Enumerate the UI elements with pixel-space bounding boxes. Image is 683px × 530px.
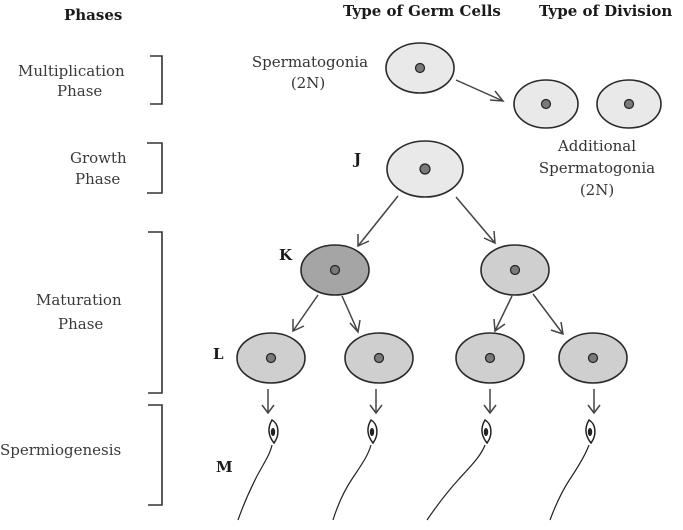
stage-letter-j: J: [352, 150, 361, 168]
arrow-k-to-l-3: [493, 295, 513, 333]
arrow-j-to-k-left: [357, 195, 399, 248]
stage-letter-k: K: [279, 246, 293, 264]
arrow-l-to-m-1: [261, 389, 275, 415]
arrow-l-to-m-2: [369, 389, 383, 415]
label-spermatogonia-ploidy: (2N): [291, 74, 325, 92]
label-additional-spermatogonia: Spermatogonia: [539, 159, 655, 177]
phase-growth-line2: Phase: [75, 170, 120, 188]
stage-letter-m: M: [216, 458, 233, 476]
bracket-growth: [147, 142, 163, 194]
header-phases: Phases: [64, 6, 122, 24]
sperm-1: [237, 418, 279, 521]
cell-l-2: [344, 332, 414, 384]
cell-additional-2: [596, 79, 662, 129]
stage-letter-l: L: [213, 345, 224, 363]
sperm-4: [549, 418, 596, 521]
cell-spermatogonia: [385, 42, 455, 94]
phase-maturation-line2: Phase: [58, 315, 103, 333]
header-division: Type of Division: [539, 2, 672, 20]
arrow-k-to-l-1: [292, 294, 319, 333]
arrow-l-to-m-3: [483, 389, 497, 415]
sperm-2: [332, 418, 378, 521]
arrow-j-to-k-right: [455, 196, 496, 245]
phase-spermiogenesis: Spermiogenesis: [0, 441, 121, 459]
phase-multiplication-line1: Multiplication: [18, 62, 125, 80]
phase-multiplication-line2: Phase: [57, 82, 102, 100]
phase-maturation-line1: Maturation: [36, 291, 122, 309]
arrow-k-to-l-4: [532, 293, 564, 336]
label-additional: Additional: [557, 137, 636, 155]
arrow-l-to-m-4: [587, 389, 601, 415]
cell-additional-1: [513, 79, 579, 129]
label-spermatogonia: Spermatogonia: [252, 53, 368, 71]
cell-l-3: [455, 332, 525, 384]
header-germ-cells: Type of Germ Cells: [343, 2, 501, 20]
bracket-maturation: [148, 231, 163, 394]
cell-k-left: [300, 244, 370, 296]
label-additional-ploidy: (2N): [580, 181, 614, 199]
cell-l-4: [558, 332, 628, 384]
arrow-to-additional: [455, 79, 505, 102]
bracket-spermiogenesis: [148, 404, 163, 506]
phase-growth-line1: Growth: [70, 149, 127, 167]
arrow-k-to-l-2: [341, 295, 361, 334]
cell-k-right: [480, 244, 550, 296]
cell-l-1: [236, 332, 306, 384]
bracket-multiplication: [150, 55, 163, 105]
sperm-3: [426, 418, 492, 521]
cell-j: [386, 140, 464, 198]
